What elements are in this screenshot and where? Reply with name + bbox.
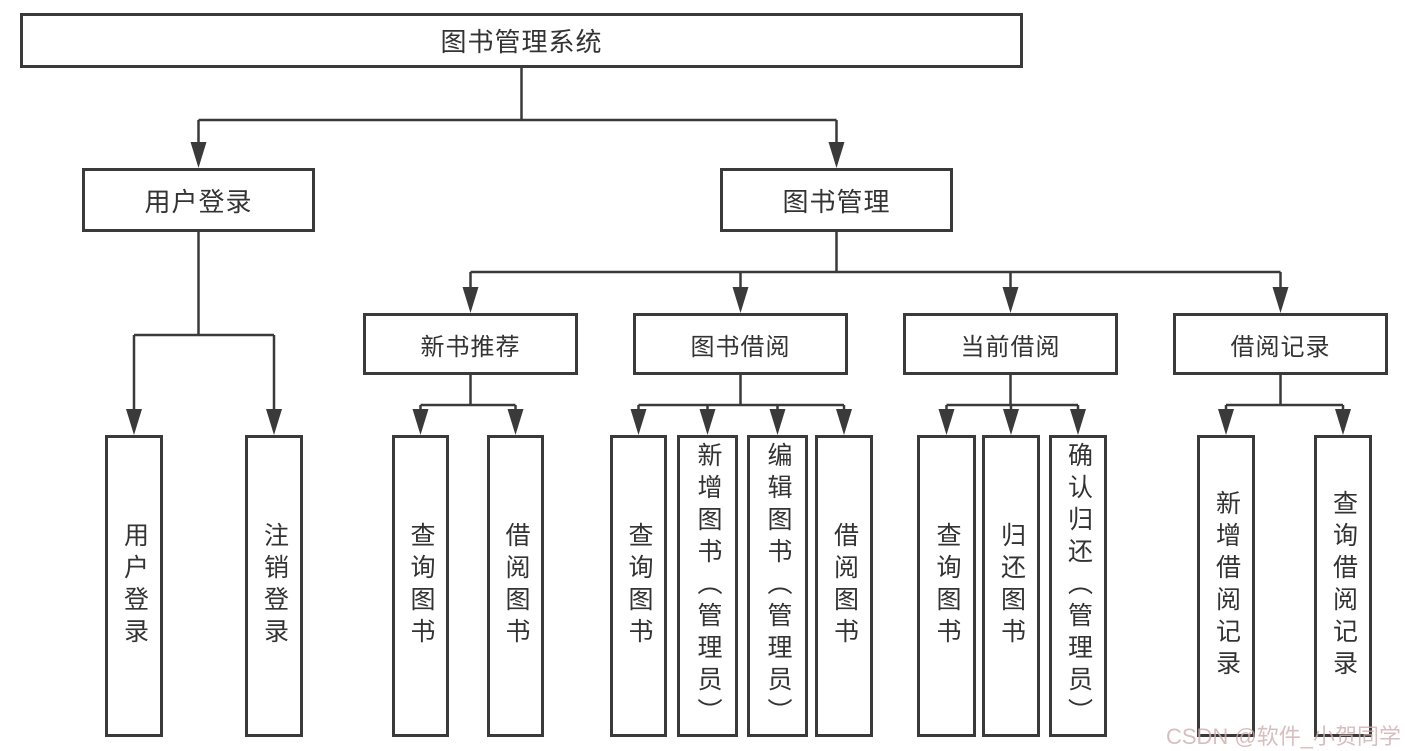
leaf-borrow-books-recommend: 借阅图书 [487,435,544,737]
watermark: CSDN @软件_小贺同学 [1165,724,1401,749]
arrowhead-icon [1002,287,1019,313]
arrowhead-icon [1272,287,1289,313]
leaf-logout-login: 注销登录 [245,435,303,737]
connector-line [637,375,846,431]
node-book-management-label: 图书管理 [782,186,891,217]
node-borrowing-records: 借阅记录 [1173,313,1388,375]
node-book-borrowing-label: 图书借阅 [690,333,791,361]
connector-line [419,375,517,431]
arrowhead-icon [699,409,716,435]
connector-borrowing-records-to-leaves [1218,375,1351,435]
leaf-query-books-borrowing: 查询图书 [610,435,667,737]
leaf-query-books-current: 查询图书 [917,435,976,737]
connector-book-borrowing-to-leaves [630,375,852,435]
arrowhead-icon [266,409,282,435]
node-new-book-recommend-label: 新书推荐 [420,333,521,361]
arrowhead-icon [938,409,955,435]
leaf-query-books-recommend: 查询图书 [392,435,449,737]
leaf-return-books-label: 归还图书 [997,522,1026,650]
arrowhead-icon [1003,409,1019,435]
arrowhead-icon [412,409,429,435]
leaf-borrow-books-recommend-label: 借阅图书 [502,522,530,650]
arrowhead-icon [507,409,524,435]
connector-user-login-to-leaves [126,232,282,435]
arrowhead-icon [1070,409,1086,435]
node-user-login: 用户登录 [82,168,315,232]
arrowhead-icon [732,287,749,313]
leaf-edit-books-admin-label: 编辑图书（管理员） [764,442,792,730]
arrowhead-icon [769,409,786,435]
node-new-book-recommend: 新书推荐 [363,313,578,375]
arrowhead-icon [1335,409,1351,435]
node-current-borrowing: 当前借阅 [903,313,1118,375]
leaf-query-borrow-record-label: 查询借阅记录 [1329,490,1358,682]
leaf-add-borrow-record: 新增借阅记录 [1197,435,1255,737]
arrowhead-icon [828,142,845,168]
arrowhead-icon [1218,409,1234,435]
leaf-borrow-books-borrowing: 借阅图书 [815,435,873,737]
leaf-logout-login-label: 注销登录 [260,522,289,650]
node-library-system-label: 图书管理系统 [440,27,603,57]
node-borrowing-records-label: 借阅记录 [1230,333,1331,361]
connector-current-borrowing-to-leaves [938,375,1086,435]
leaf-query-books-recommend-label: 查询图书 [407,522,435,650]
arrowhead-icon [126,409,142,435]
leaf-confirm-return-admin-label: 确认归还（管理员） [1064,442,1093,730]
leaf-add-borrow-record-label: 新增借阅记录 [1212,490,1241,682]
connector-line [945,375,1080,431]
leaf-edit-books-admin: 编辑图书（管理员） [747,435,808,737]
connector-line [469,232,1282,309]
leaf-query-borrow-record: 查询借阅记录 [1314,435,1372,737]
arrowhead-icon [630,409,647,435]
arrowhead-icon [836,409,852,435]
node-current-borrowing-label: 当前借阅 [960,333,1061,361]
node-book-management: 图书管理 [720,168,953,232]
leaf-add-books-admin: 新增图书（管理员） [677,435,738,737]
node-library-system: 图书管理系统 [20,13,1023,68]
leaf-user-login-label: 用户登录 [120,522,149,650]
connector-root-to-level2 [190,68,845,168]
connector-line [197,68,838,164]
leaf-confirm-return-admin: 确认归还（管理员） [1049,435,1107,737]
leaf-query-books-borrowing-label: 查询图书 [625,522,653,650]
leaf-query-books-current-label: 查询图书 [933,522,961,650]
connector-line [1224,375,1345,431]
connector-book-management-to-level3 [462,232,1289,313]
connector-new-book-recommend-to-leaves [412,375,524,435]
node-user-login-label: 用户登录 [144,186,253,217]
arrowhead-icon [190,142,207,168]
node-book-borrowing: 图书借阅 [633,313,848,375]
leaf-return-books: 归还图书 [982,435,1040,737]
leaf-borrow-books-borrowing-label: 借阅图书 [830,522,859,650]
arrowhead-icon [462,287,479,313]
connector-line [132,232,276,431]
leaf-user-login: 用户登录 [105,435,163,737]
leaf-add-books-admin-label: 新增图书（管理员） [694,442,722,730]
